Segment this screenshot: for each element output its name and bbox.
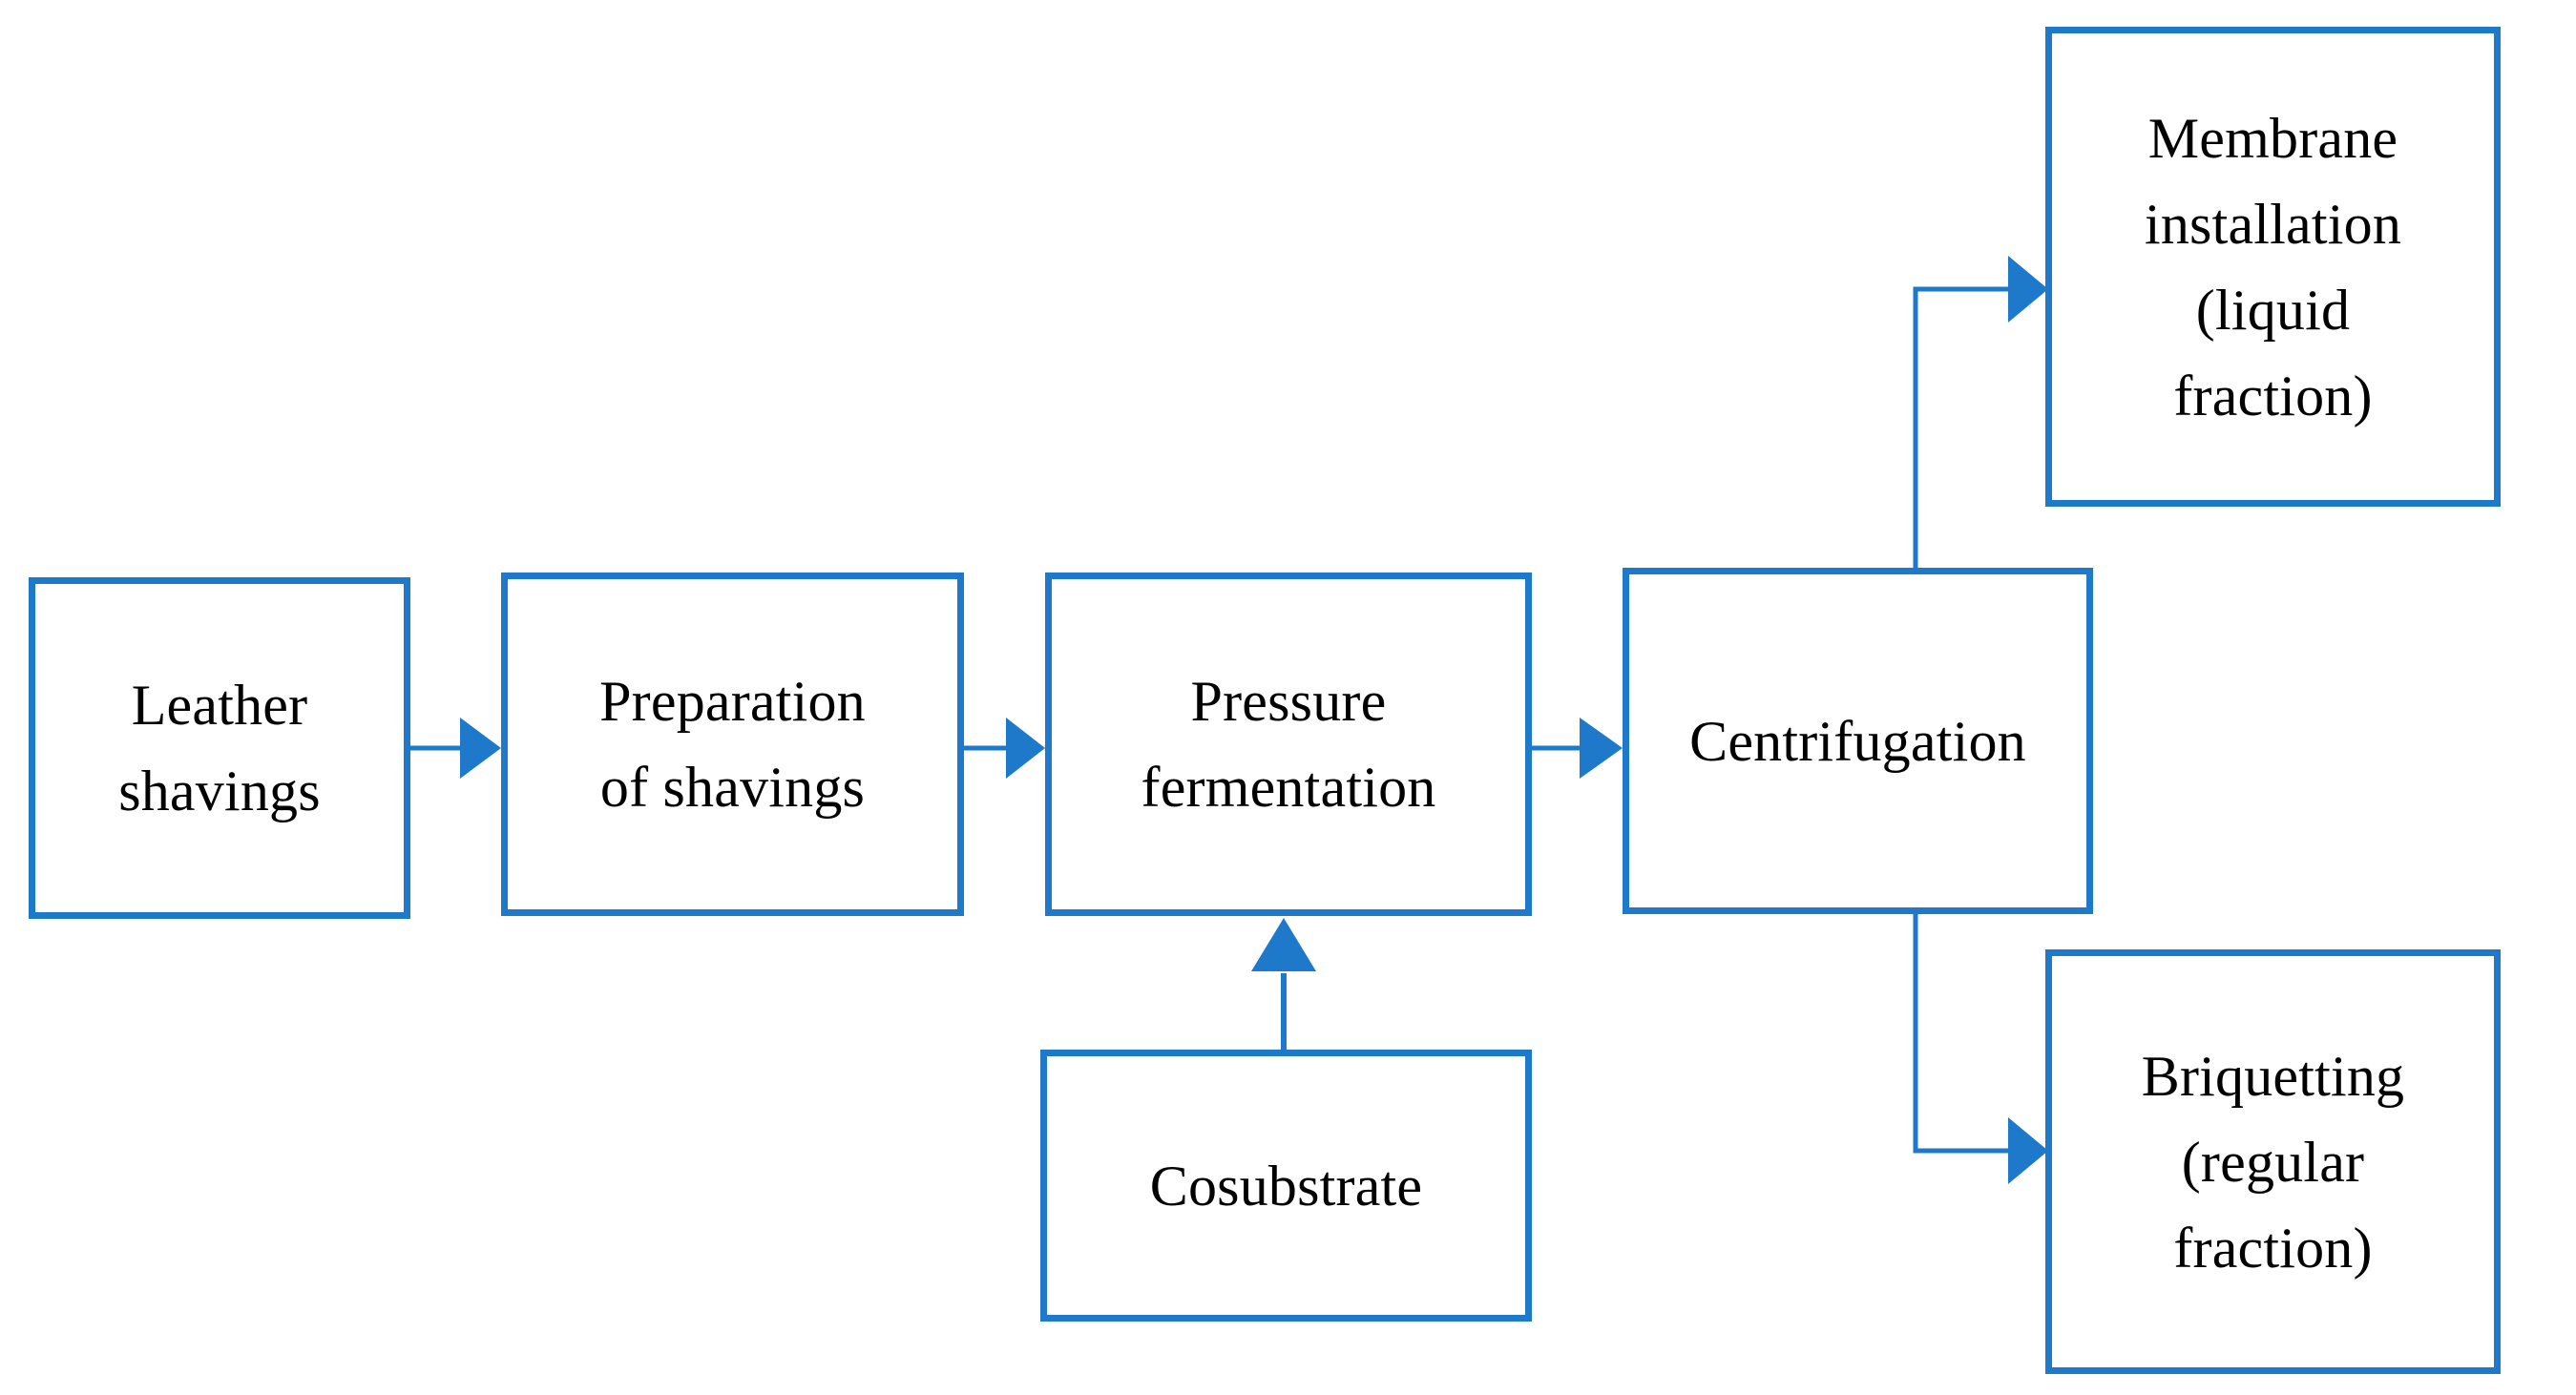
edge-leather-to-preparation bbox=[410, 718, 501, 779]
node-briquetting-label: Briquetting (regular fraction) bbox=[2141, 1044, 2405, 1280]
node-centrifugation[interactable]: Centrifugation bbox=[1623, 568, 2093, 914]
node-membrane-installation[interactable]: Membrane installation (liquid fraction) bbox=[2045, 27, 2501, 507]
edge-preparation-to-fermentation bbox=[964, 718, 1045, 779]
node-membrane-installation-label: Membrane installation (liquid fraction) bbox=[2144, 106, 2402, 427]
node-briquetting[interactable]: Briquetting (regular fraction) bbox=[2045, 949, 2501, 1374]
node-cosubstrate[interactable]: Cosubstrate bbox=[1040, 1050, 1532, 1322]
edge-cosubstrate-to-fermentation bbox=[1251, 918, 1316, 1050]
node-pressure-fermentation[interactable]: Pressure fermentation bbox=[1045, 573, 1532, 916]
node-pressure-fermentation-label: Pressure fermentation bbox=[1141, 670, 1436, 819]
edge-fermentation-to-centrifugation bbox=[1532, 718, 1623, 779]
node-preparation-of-shavings[interactable]: Preparation of shavings bbox=[501, 573, 964, 916]
edge-centrifugation-to-briquetting bbox=[1913, 914, 2048, 1184]
node-leather-shavings[interactable]: Leather shavings bbox=[29, 577, 410, 919]
node-preparation-of-shavings-label: Preparation of shavings bbox=[599, 670, 866, 819]
node-centrifugation-label: Centrifugation bbox=[1689, 709, 2026, 773]
edge-centrifugation-to-membrane bbox=[1913, 256, 2048, 568]
node-cosubstrate-label: Cosubstrate bbox=[1149, 1154, 1423, 1218]
node-leather-shavings-label: Leather shavings bbox=[118, 674, 321, 822]
